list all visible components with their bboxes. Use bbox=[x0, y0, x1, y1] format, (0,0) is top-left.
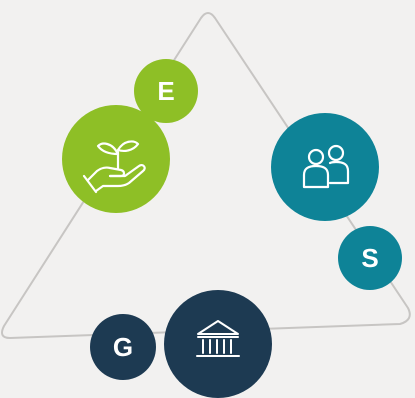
environmental-letter-circle bbox=[134, 59, 198, 123]
governance-letter-circle bbox=[90, 314, 156, 380]
social-letter: S bbox=[361, 243, 378, 273]
social-letter-badge: S bbox=[338, 226, 402, 290]
social-group bbox=[271, 113, 379, 221]
governance-group bbox=[164, 290, 272, 398]
environmental-group bbox=[62, 105, 170, 213]
social-letter-circle bbox=[338, 226, 402, 290]
environmental-letter: E bbox=[157, 76, 174, 106]
triangle-outline bbox=[1, 12, 411, 339]
governance-letter-badge: G bbox=[90, 314, 156, 380]
hand-plant-icon bbox=[82, 140, 146, 194]
bank-building-icon bbox=[196, 320, 240, 357]
people-icon bbox=[302, 144, 350, 189]
environmental-letter-badge: E bbox=[134, 59, 198, 123]
environmental-icon-circle bbox=[62, 105, 170, 213]
governance-letter: G bbox=[113, 332, 133, 362]
